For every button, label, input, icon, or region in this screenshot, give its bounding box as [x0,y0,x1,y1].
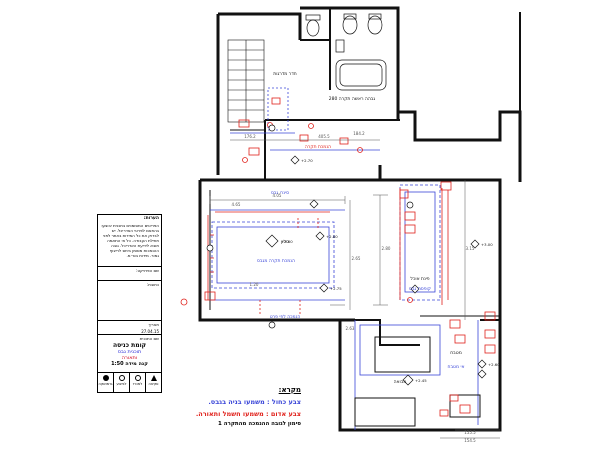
dimension-label: 2.80 [382,246,391,251]
notes-text: הפריטים המסומנים בתכנית יבוצעו בהתאם לפר… [101,223,159,258]
level-mark: +2.70 [301,158,313,163]
gypsum-layout [210,87,479,430]
level-mark: +3.00 [481,242,493,247]
annotation-gypsum-box: קופסת גבס [409,287,431,292]
stage-cell: גרמושקה [98,373,114,392]
annotation-cove: סינרי גבס [271,191,289,196]
date-value: 27.04.15 [141,329,159,334]
room-label-dining: פינת אוכל [410,277,429,282]
legend-red-line: צבע אדום : משמעו חשמל ותאורה. [195,410,301,418]
project-label: שם הפרויקט: [136,268,159,273]
legend-mark-text: סימון לגובה ההנמכה מהתקרה [223,421,301,427]
annotation-bulkhead: הנמכה לפי פרט [270,315,301,320]
date-section: תאריך 27.04.15 [98,321,161,335]
dimension-label: 155.5 [464,430,476,435]
level-mark: +2.60 [488,362,500,367]
notes-title: הערות: [143,216,159,221]
plan-labels: גבהה ראשה תקרה 280 מטבח סלון פינת אוכל מ… [232,72,501,443]
circle-icon [134,375,141,381]
date-label: תאריך [148,322,159,327]
legend-blue-line: צבע כחול : משמעו בניה בגבס. [208,398,301,406]
sheet-label: שם התכנית [139,336,159,341]
circle-icon [118,375,125,381]
annotation-ceiling-drop-1: הנמכת תקרה [305,145,331,150]
room-label-bath-note: גבהה ראשה תקרה 280 [329,96,376,102]
address-section: כתובת: [98,281,161,321]
dimension-label: 405.5 [318,134,330,139]
triangle-icon [150,375,157,381]
stage-label: סקיצה [148,382,159,386]
legend: מקרא: צבע כחול : משמעו בניה בגבס. צבע אד… [195,386,301,444]
level-mark: +2.80 [326,234,338,239]
stage-section: גרמושקה לביצוע למכרז סקיצה [98,373,161,392]
room-label-island: אי מטבח [448,365,465,370]
dimension-lines [209,139,500,439]
dimension-label: 2.63 [346,326,355,331]
dimension-label: 184.2 [353,131,365,136]
sheet-title: קומת כניסה [112,342,147,349]
stage-cell: לביצוע [114,373,130,392]
sheet-scale: קנה מידה 1:50 [111,361,148,367]
room-label-kitchen: מטבח [450,351,462,356]
room-label-stairs: חדר מדרגות [273,72,297,77]
stage-label: למכרז [132,382,143,386]
stage-label: גרמושקה [98,382,113,386]
dimension-label: 1.20 [250,282,259,287]
kitchen-island [354,336,481,427]
address-label: כתובת: [146,282,159,287]
notes-section: הערות: הפריטים המסומנים בתכנית יבוצעו בה… [98,215,161,267]
level-mark: +2.60 [281,239,293,244]
filled-circle-icon [102,375,109,381]
room-label-living: סלון [281,240,289,245]
room-label-office: מבואה [394,380,407,385]
electrical-layout [180,97,496,417]
level-markers [206,124,487,386]
sheet-subtitle-electric: ותאורה [121,355,138,361]
stage-cell: סקיצה [146,373,161,392]
dimension-label: 4.65 [232,202,241,207]
annotation-ceiling-drop-2: הנמכת תקרה מגבס [257,259,295,264]
dimension-label: 154.5 [464,438,476,443]
stage-label: לביצוע [116,382,127,386]
dimension-label: 3.15 [466,246,475,251]
sheet-section: שם התכנית קומת כניסה תוכנית גבס ותאורה ק… [98,335,161,373]
stairs [227,39,265,123]
dimension-label: 176.2 [244,134,256,139]
dimension-label: 2.65 [352,256,361,261]
bathroom-fixtures [300,13,387,91]
legend-mark-line: סימון לגובה ההנמכה מהתקרה 1 [197,421,301,427]
dimension-label: 4.05 [273,193,282,198]
legend-mark-number: 1 [218,421,222,427]
stage-cell: למכרז [130,373,146,392]
legend-title: מקרא: [278,386,301,394]
level-mark: +2.45 [415,378,427,383]
title-block: הערות: הפריטים המסומנים בתכנית יבוצעו בה… [97,214,162,393]
project-section: שם הפרויקט: [98,267,161,281]
sheet-subtitle-gypsum: תוכנית גבס [117,349,142,355]
level-mark: +2.75 [330,286,342,291]
